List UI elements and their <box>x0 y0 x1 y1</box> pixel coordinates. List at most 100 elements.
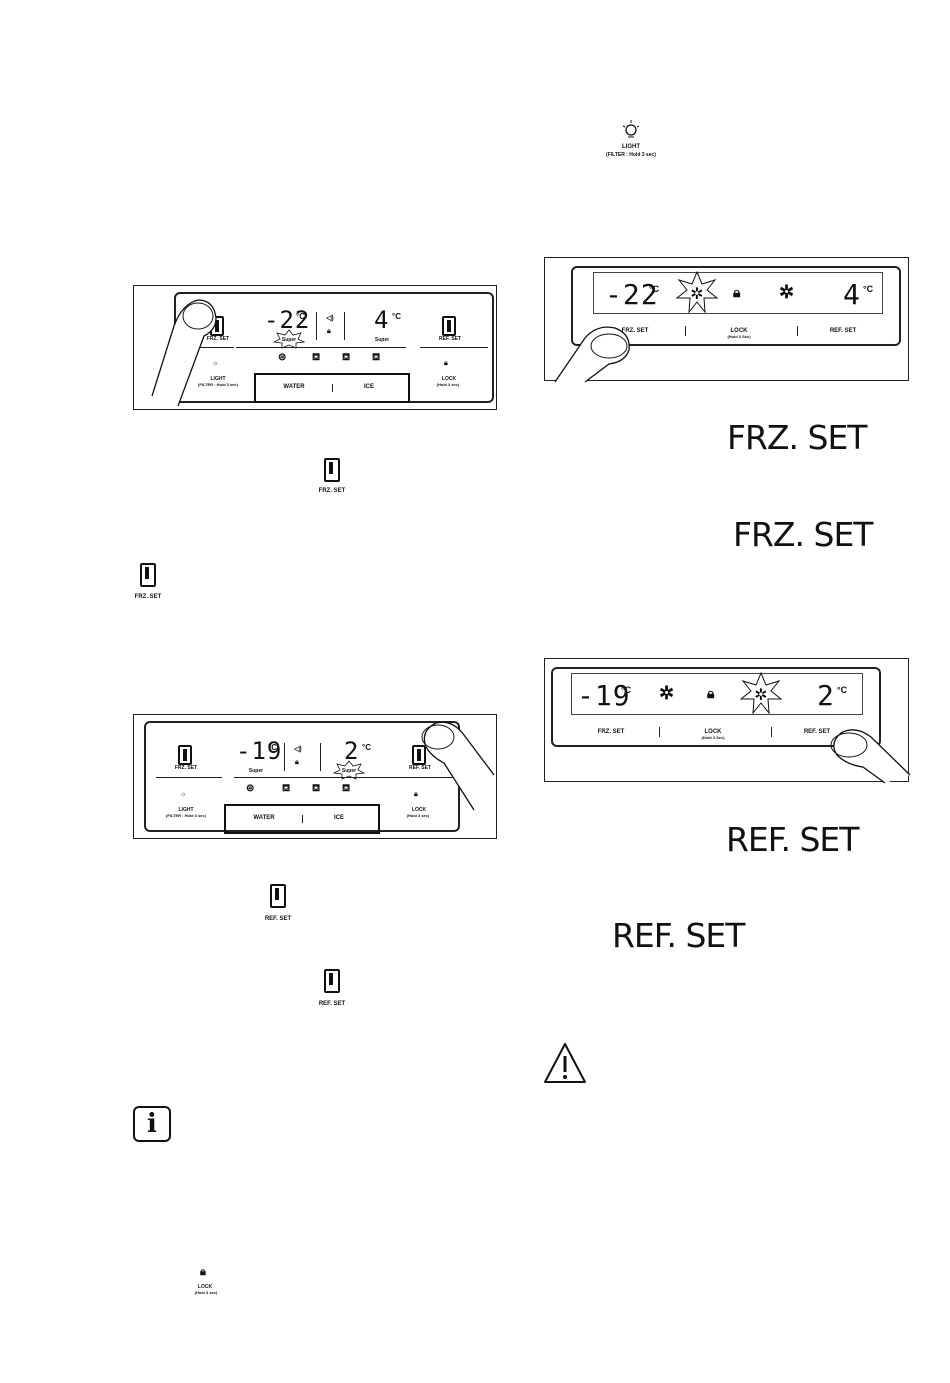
lock-sub-label: (Hold 3 Sec) <box>701 735 725 740</box>
divider <box>390 777 454 778</box>
dispenser-selector[interactable] <box>254 373 410 403</box>
crushed-ice-icon: ⛾ <box>312 783 321 794</box>
light-bulb-icon <box>622 120 640 138</box>
svg-text:✲: ✲ <box>754 685 767 704</box>
divider <box>659 727 660 737</box>
frz-set-button[interactable]: FRZ. SET <box>621 328 649 334</box>
water-button[interactable]: WATER <box>253 815 275 821</box>
info-icon: i <box>133 1106 171 1142</box>
panel-frame <box>551 667 881 747</box>
svg-text:✲: ✲ <box>690 284 703 303</box>
water-cup-icon: ⛾ <box>312 352 321 363</box>
ref-temperature: 2 <box>817 679 835 712</box>
divider <box>234 777 404 778</box>
frz-temperature: -19 <box>577 679 631 712</box>
ice-button[interactable]: ICE <box>333 815 344 821</box>
finger-pointer-icon <box>151 299 217 407</box>
frz-set-heading: FRZ. SET <box>733 515 873 554</box>
freezer-super-burst-icon: ✲ <box>675 270 719 314</box>
light-label: LIGHT <box>178 807 194 813</box>
ref-unit: °C <box>362 743 371 752</box>
lock-icon: 🔒︎ <box>295 759 299 766</box>
divider <box>332 384 333 392</box>
frz-super-label: Super <box>248 768 264 774</box>
lock-icon: 🔒︎ <box>414 791 418 798</box>
lock-icon: 🔒︎ <box>327 328 331 335</box>
cubed-ice-icon: ⛾ <box>372 352 381 363</box>
lock-icon-label: LOCK <box>197 1284 213 1290</box>
lcd-display <box>571 673 863 715</box>
lock-button[interactable]: LOCK <box>704 729 722 735</box>
warning-icon <box>544 1043 586 1083</box>
sound-icon: ◁) <box>294 746 302 753</box>
light-icon: ☼ <box>180 791 187 798</box>
ref-temperature: 4 <box>374 306 390 334</box>
express-icon: ⊜ <box>246 783 255 794</box>
frz-set-icon <box>324 458 340 482</box>
divider <box>302 815 303 823</box>
divider <box>344 312 345 340</box>
ref-set-icon-label: REF. SET <box>264 916 292 922</box>
divider <box>797 326 798 336</box>
lock-sub-label: (Hold 3 Sec) <box>727 334 751 339</box>
cubed-ice-icon: ⛾ <box>342 783 351 794</box>
finger-pointer-icon <box>554 326 630 383</box>
ref-set-button[interactable] <box>442 316 456 336</box>
ref-temperature: 4 <box>843 278 861 311</box>
refrigerator-super-icon: ✲ <box>779 282 795 302</box>
divider <box>771 727 772 737</box>
divider <box>316 312 317 340</box>
control-panel-frz: FRZ. SET -22 °C Super ◁) 🔒︎ 4 °C Super ⊜… <box>133 285 497 410</box>
lock-icon: 🔒︎ <box>707 685 715 701</box>
frz-set-heading: FRZ. SET <box>727 418 867 457</box>
lock-icon: 🔒︎ <box>200 1266 206 1278</box>
ref-set-button[interactable] <box>412 745 426 765</box>
ref-unit: °C <box>837 685 848 695</box>
freezer-super-icon: ✲ <box>659 683 675 703</box>
control-panel-lcd-ref: -19 °C ✲ 🔒︎ ✲ 2 °C FRZ. SET LOCK (Hold 3… <box>544 658 911 784</box>
frz-set-icon-label: FRZ. SET <box>134 594 162 600</box>
water-cup-icon: ⛾ <box>282 783 291 794</box>
lock-icon: 🔒︎ <box>733 284 741 300</box>
frz-set-button[interactable] <box>178 745 192 765</box>
divider <box>420 347 488 348</box>
frz-unit: °C <box>621 685 632 695</box>
ref-set-icon-label: REF. SET <box>318 1001 346 1007</box>
ref-set-button[interactable]: REF. SET <box>803 729 831 735</box>
divider <box>236 347 406 348</box>
divider <box>320 743 321 771</box>
lock-label: LOCK <box>441 376 457 382</box>
express-icon: ⊜ <box>278 352 287 363</box>
ref-set-button[interactable]: REF. SET <box>829 328 857 334</box>
light-label: LIGHT <box>622 144 640 150</box>
panel-frame <box>571 266 901 346</box>
light-sub-label: (FILTER : Hold 3 sec) <box>166 813 206 818</box>
water-button[interactable]: WATER <box>283 384 305 390</box>
frz-temperature: -22 <box>605 278 659 311</box>
finger-pointer-icon <box>421 721 495 811</box>
frz-set-icon <box>140 563 156 587</box>
ice-button[interactable]: ICE <box>363 384 374 390</box>
light-icon: ☼ <box>212 360 219 367</box>
lock-icon: 🔒︎ <box>444 360 448 367</box>
sound-icon: ◁) <box>326 315 334 322</box>
ref-unit: °C <box>863 284 874 294</box>
dispenser-selector[interactable] <box>224 804 380 834</box>
light-sub-label: (FILTER : Hold 3 sec) <box>198 382 238 387</box>
divider <box>178 347 234 348</box>
frz-unit: °C <box>268 743 277 752</box>
ref-set-heading: REF. SET <box>726 820 859 859</box>
ref-set-label: REF. SET <box>409 765 431 771</box>
lock-sub-label: (Hold 3 sec) <box>406 813 430 818</box>
light-sub-label: (FILTER : Hold 3 sec) <box>606 152 656 158</box>
divider <box>156 777 222 778</box>
frz-unit: °C <box>649 284 660 294</box>
frz-unit: °C <box>296 312 305 321</box>
frz-set-button[interactable]: FRZ. SET <box>597 729 625 735</box>
ref-set-icon <box>270 884 286 908</box>
frz-set-icon-label: FRZ. SET <box>318 488 346 494</box>
divider <box>685 326 686 336</box>
frz-temperature: -19 <box>236 737 283 765</box>
lock-button[interactable]: LOCK <box>730 328 748 334</box>
ref-unit: °C <box>392 312 401 321</box>
